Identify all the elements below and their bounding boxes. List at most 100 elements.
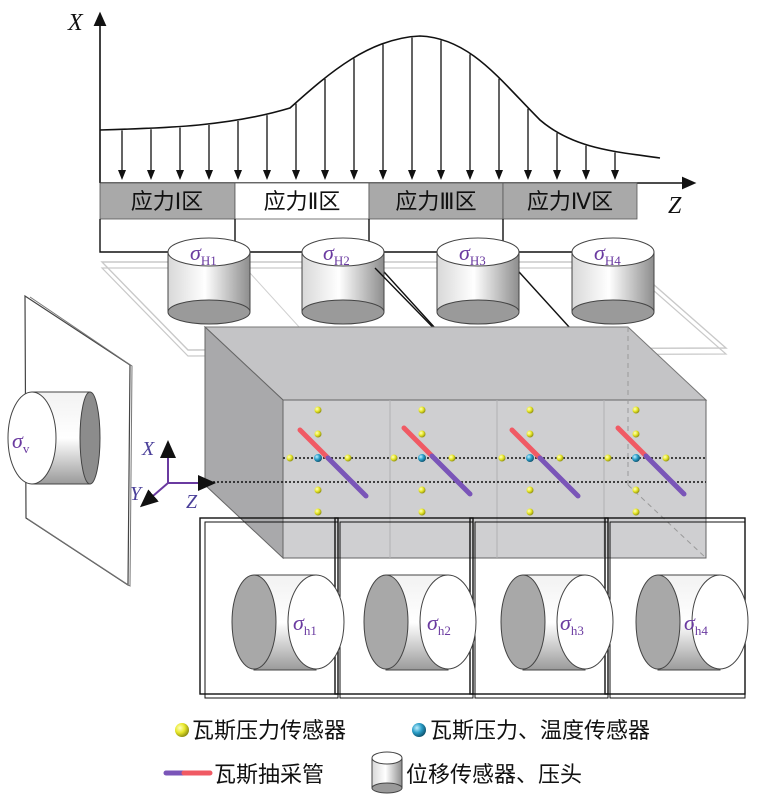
zone-2-label: 应力Ⅱ区 [264, 190, 341, 215]
pipe-purple-segment [537, 455, 581, 499]
gas-pressure-sensor [314, 508, 322, 516]
pipe-purple-segment [643, 453, 687, 497]
gas-pressure-sensor [498, 454, 506, 462]
gas-pressure-sensor [526, 430, 534, 438]
coal-sample-block [203, 325, 708, 560]
zone-4-label: 应力Ⅳ区 [527, 190, 613, 215]
stress-arrow-head [582, 170, 590, 180]
legend-gas-pressure-sensor: 瓦斯压力传感器 [192, 719, 346, 744]
cylinder-h1: σH1 [167, 237, 251, 325]
cylinder-legend-icon [371, 751, 403, 794]
gas-pressure-temp-sensor [314, 454, 322, 462]
legend-gas-pressure-temp-sensor: 瓦斯压力、温度传感器 [430, 719, 650, 744]
sigma-lat-h4-label: σh4 [684, 610, 708, 638]
sigma-h3-label: σH3 [459, 240, 486, 268]
stress-zones: 应力Ⅰ区 应力Ⅱ区 应力Ⅲ区 应力Ⅳ区 [99, 182, 638, 220]
zone-1-box [99, 182, 236, 220]
cylinder-h3: σH3 [436, 237, 520, 325]
stress-arrow-head [466, 170, 474, 180]
stress-arrow-head [524, 170, 532, 180]
stress-curve [99, 35, 661, 159]
sigma-lat-h1-label: σh1 [293, 610, 317, 638]
gas-pressure-sensor [286, 454, 294, 462]
zone-3-label: 应力Ⅲ区 [395, 190, 476, 215]
block-top-face [203, 326, 708, 401]
extraction-pipes [297, 425, 687, 499]
gas-pressure-sensor [314, 406, 322, 414]
stress-arrow-head [292, 170, 300, 180]
gas-pressure-sensor [632, 508, 640, 516]
stress-arrow-head [234, 170, 242, 180]
gas-pressure-sensor [344, 454, 352, 462]
cylinder-h-lat-1: σh1 [231, 574, 345, 671]
gas-pressure-sensor [314, 486, 322, 494]
coord-z-label: Z [186, 491, 198, 513]
zone-2-box [234, 182, 370, 220]
pipe-red-segment [297, 427, 331, 461]
gas-pressure-sensor [632, 430, 640, 438]
stress-arrow-head [408, 170, 416, 180]
block-front-face [282, 399, 707, 559]
zone-3-box [368, 182, 504, 220]
gas-pressure-sensor [418, 486, 426, 494]
stress-arrows [118, 37, 619, 180]
gas-pressure-sensor [314, 430, 322, 438]
gas-pressure-temp-sensor [418, 454, 426, 462]
sigma-h4-label: σH4 [594, 240, 621, 268]
pipe-red-segment [615, 425, 649, 459]
pipe-purple-segment [429, 453, 473, 497]
yellow-sensor-icon [175, 723, 189, 737]
gas-pressure-temp-sensor [632, 454, 640, 462]
stress-arrow-head [118, 170, 126, 180]
stress-arrow-head [379, 170, 387, 180]
stress-arrow-head [205, 170, 213, 180]
gas-pressure-sensor [526, 406, 534, 414]
sigma-h1-label: σH1 [190, 240, 217, 268]
coord-y-label: Y [130, 483, 143, 505]
pipe-red-segment [509, 427, 543, 461]
gas-pressure-sensor [662, 454, 670, 462]
gas-pressure-sensor [526, 486, 534, 494]
vertical-load-cylinders: σH1 σH2 σH3 σH4 [167, 237, 655, 351]
gas-pressure-sensor [448, 454, 456, 462]
pipe-purple-segment [325, 455, 369, 499]
blue-sensor-icon [412, 723, 426, 737]
coord-x-label: X [141, 438, 155, 460]
cylinder-h-lat-2: σh2 [363, 574, 477, 671]
stress-arrow-head [176, 170, 184, 180]
gas-pressure-sensor [418, 430, 426, 438]
legend-displacement-sensor: 位移传感器、压头 [406, 763, 582, 788]
stress-arrow-head [350, 170, 358, 180]
coordinate-axes: X Y Z [130, 438, 216, 513]
x-axis-label: X [67, 10, 84, 36]
stress-distribution-chart: X Z 应力Ⅰ区 应力Ⅱ区 应力Ⅲ区 应力Ⅳ区 [67, 10, 697, 253]
gas-pressure-temp-sensor [526, 454, 534, 462]
stress-arrow-head [495, 170, 503, 180]
legend-extraction-pipe: 瓦斯抽采管 [214, 763, 324, 788]
cylinder-v: σv [7, 391, 101, 485]
gas-pressure-sensor [390, 454, 398, 462]
pipe-red-segment [401, 425, 435, 459]
cylinder-h-lat-3: σh3 [500, 574, 614, 671]
stress-arrow-head [263, 170, 271, 180]
gas-pressure-sensor [632, 406, 640, 414]
stress-arrow-head [611, 170, 619, 180]
sigma-h2-label: σH2 [323, 240, 350, 268]
stress-arrow-head [553, 170, 561, 180]
gas-pressure-sensor [526, 508, 534, 516]
cylinder-h-lat-4: σh4 [635, 574, 749, 671]
left-side-plate: σv [7, 294, 133, 587]
gas-pressure-sensor [556, 454, 564, 462]
sensor-points [286, 406, 670, 516]
zone-4-box [502, 182, 638, 220]
cylinder-h4: σH4 [571, 237, 655, 325]
zone-1-label: 应力Ⅰ区 [131, 190, 204, 215]
stress-arrow-head [437, 170, 445, 180]
sigma-v-label: σv [12, 428, 30, 456]
z-axis-label: Z [668, 193, 682, 219]
lateral-load-boxes: σh1 σh2 σh3 σh4 [199, 517, 749, 699]
sigma-lat-h3-label: σh3 [560, 610, 584, 638]
stress-arrow-head [321, 170, 329, 180]
gas-pressure-sensor [418, 406, 426, 414]
